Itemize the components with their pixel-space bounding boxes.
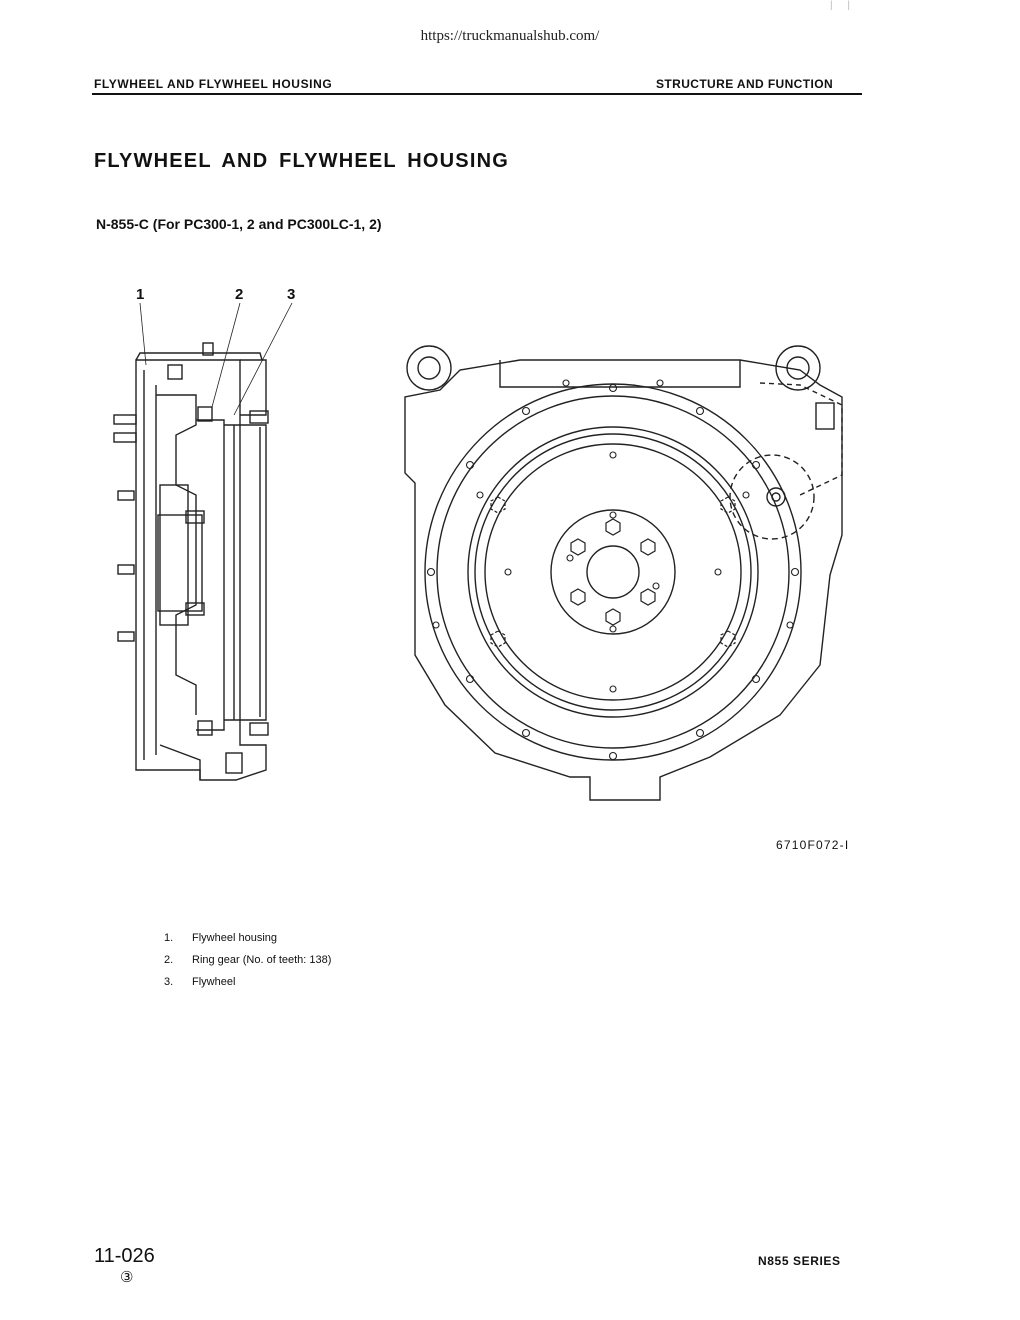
legend-item: 1. Flywheel housing [164, 932, 331, 954]
section-header: FLYWHEEL AND FLYWHEEL HOUSING [94, 77, 333, 91]
parts-legend: 1. Flywheel housing 2. Ring gear (No. of… [164, 932, 331, 998]
flywheel-drawing: 1 2 3 [113, 286, 843, 801]
series-label: N855 SERIES [758, 1254, 841, 1268]
callout-3: 3 [287, 286, 295, 303]
scan-marks: | | [830, 0, 856, 11]
revision-mark: ③ [120, 1269, 134, 1286]
legend-text: Flywheel housing [192, 932, 277, 944]
legend-number: 3. [164, 976, 174, 988]
legend-text: Ring gear (No. of teeth: 138) [192, 954, 332, 966]
legend-number: 2. [164, 954, 174, 966]
header-rule [92, 93, 862, 95]
legend-item: 3. Flywheel [164, 976, 331, 998]
source-url[interactable]: https://truckmanualshub.com/ [420, 28, 600, 44]
legend-item: 2. Ring gear (No. of teeth: 138) [164, 954, 331, 976]
callout-1: 1 [136, 286, 144, 303]
legend-text: Flywheel [192, 976, 236, 988]
page-subtitle: N-855-C (For PC300-1, 2 and PC300LC-1, 2… [96, 216, 382, 232]
legend-number: 1. [164, 932, 174, 944]
chapter-header: STRUCTURE AND FUNCTION [656, 77, 834, 91]
page-number: 11-026 [94, 1245, 155, 1267]
figure-code: 6710F072-I [776, 838, 850, 852]
callout-2: 2 [235, 286, 243, 303]
page-title: FLYWHEEL AND FLYWHEEL HOUSING [94, 150, 509, 172]
